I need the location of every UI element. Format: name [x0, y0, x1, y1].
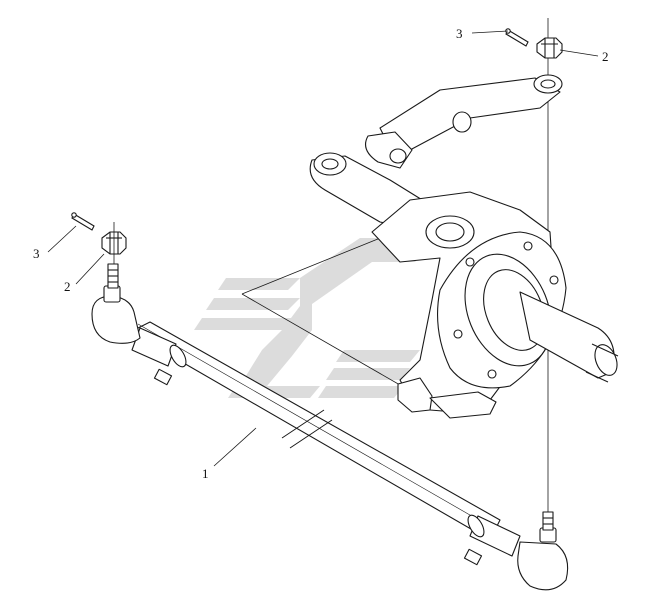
- tie-rod: [129, 321, 521, 566]
- cotter-pin-left: [71, 212, 95, 231]
- callout-2-castle-nut-left: 2: [64, 279, 71, 294]
- right-ball-joint: [517, 511, 569, 591]
- leader-lines: [47, 30, 599, 467]
- callout-3-cotter-pin-left: 3: [33, 246, 40, 261]
- callout-3-cotter-pin-top: 3: [456, 26, 463, 41]
- callout-1-tie-rod: 1: [202, 466, 209, 481]
- left-ball-joint: [91, 263, 141, 344]
- steering-knuckle: [309, 74, 619, 419]
- cotter-pin-top: [505, 28, 529, 47]
- callout-2-castle-nut-top: 2: [602, 49, 609, 64]
- castle-nut-top: [536, 37, 563, 59]
